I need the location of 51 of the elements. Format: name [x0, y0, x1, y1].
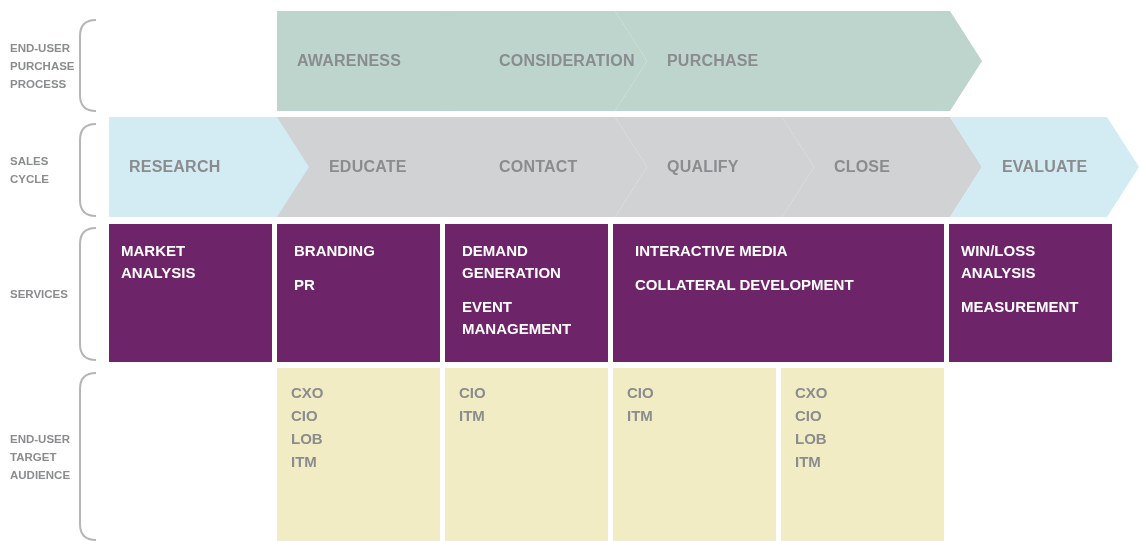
service-name: MARKET ANALYSIS [121, 241, 197, 283]
service-name: INTERACTIVE MEDIA [635, 241, 789, 261]
step-label: RESEARCH [129, 158, 221, 176]
step-label: PURCHASE [667, 52, 759, 70]
service-name: MEASUREMENT [961, 297, 1080, 317]
service-name: WIN/LOSS ANALYSIS [961, 241, 1037, 283]
audience-box [613, 368, 776, 541]
chevron-step [782, 117, 982, 217]
audience-role: CXO [291, 383, 325, 403]
step-label: QUALIFY [667, 158, 739, 176]
audience-role: ITM [795, 452, 822, 472]
service-name: PR [294, 275, 316, 295]
row-label: SERVICES [10, 287, 69, 302]
step-label: AWARENESS [297, 52, 402, 70]
row-label: END-USER TARGET AUDIENCE [10, 431, 72, 483]
service-box [109, 224, 272, 362]
audience-role: CIO [291, 406, 319, 426]
service-box [277, 224, 440, 362]
chevron-step [950, 117, 1139, 217]
audience-role: LOB [795, 429, 828, 449]
chevron-step [615, 117, 814, 217]
chevron-step [447, 117, 647, 217]
step-label: CONTACT [499, 158, 578, 176]
audience-box [781, 368, 944, 541]
audience-role: CXO [795, 383, 829, 403]
service-name: DEMAND GENERATION [462, 241, 562, 283]
service-box [949, 224, 1112, 362]
chevron-step [447, 11, 647, 111]
chevron-step [277, 11, 480, 111]
audience-role: ITM [627, 406, 654, 426]
service-box [445, 224, 608, 362]
audience-role: CIO [795, 406, 823, 426]
service-name: COLLATERAL DEVELOPMENT [635, 275, 855, 295]
audience-box [445, 368, 608, 541]
step-label: EVALUATE [1002, 158, 1088, 176]
audience-role: LOB [291, 429, 324, 449]
step-label: CLOSE [834, 158, 891, 176]
service-name: EVENT MANAGEMENT [462, 297, 573, 339]
chevron-step [277, 117, 480, 217]
chevron-step [109, 117, 310, 217]
step-label: CONSIDERATION [499, 52, 635, 70]
audience-role: CIO [627, 383, 655, 403]
row-label: END-USER PURCHASE PROCESS [10, 40, 74, 92]
row-label: SALES CYCLE [10, 154, 50, 187]
audience-role: CIO [459, 383, 487, 403]
audience-role: ITM [459, 406, 486, 426]
service-name: BRANDING [294, 241, 376, 261]
audience-box [277, 368, 440, 541]
service-box [613, 224, 944, 362]
step-label: EDUCATE [329, 158, 407, 176]
audience-role: ITM [291, 452, 318, 472]
